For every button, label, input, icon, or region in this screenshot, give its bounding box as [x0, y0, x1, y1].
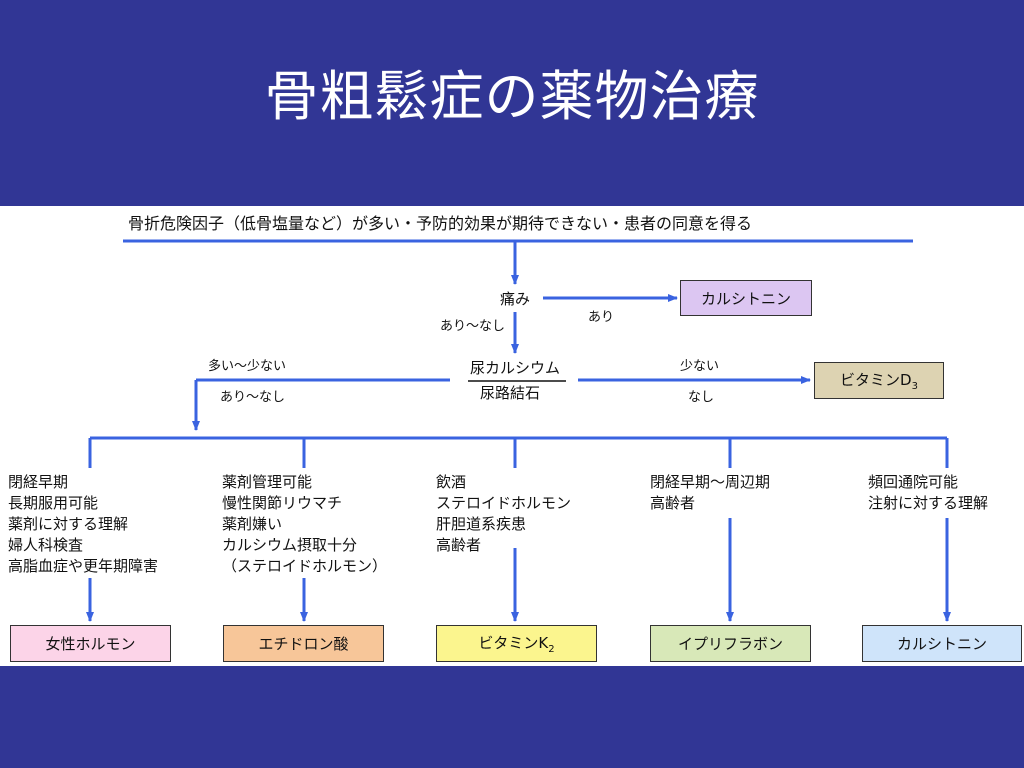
- criteria-item: ステロイドホルモン: [436, 494, 572, 512]
- drug-box-ipriflavone: イプリフラボン: [650, 625, 811, 662]
- drug-label: エチドロン酸: [258, 635, 349, 653]
- vitamin-d-box: ビタミンD3: [814, 362, 944, 399]
- criteria-item: 薬剤管理可能: [222, 473, 313, 491]
- slide-title: 骨粗鬆症の薬物治療: [264, 65, 760, 128]
- criteria-calcitonin: 頻回通院可能 注射に対する理解: [868, 472, 988, 514]
- vitamin-d-label: ビタミンD3: [840, 371, 918, 392]
- criteria-item: カルシウム摂取十分: [222, 536, 358, 554]
- top-condition-text: 骨折危険因子（低骨塩量など）が多い・予防的効果が期待できない・患者の同意を得る: [128, 214, 753, 233]
- flowchart-panel: 骨折危険因子（低骨塩量など）が多い・予防的効果が期待できない・患者の同意を得る …: [0, 206, 1024, 666]
- drug-box-estrogen: 女性ホルモン: [10, 625, 171, 662]
- criteria-item: 薬剤嫌い: [222, 515, 283, 533]
- drug-box-calcitonin: カルシトニン: [862, 625, 1022, 662]
- urine-left-lower-label: あり～なし: [220, 390, 286, 405]
- flowchart-connectors: [86, 239, 951, 622]
- criteria-item: 頻回通院可能: [868, 473, 959, 491]
- urine-calcium-label: 尿カルシウム: [470, 359, 561, 377]
- criteria-item: 肝胆道系疾患: [436, 515, 527, 533]
- criteria-item: 高脂血症や更年期障害: [8, 557, 159, 575]
- criteria-estrogen: 閉経早期 長期服用可能 薬剤に対する理解 婦人科検査 高脂血症や更年期障害: [8, 472, 158, 577]
- criteria-vitamin-k: 飲酒 ステロイドホルモン 肝胆道系疾患 高齢者: [436, 472, 571, 556]
- urinary-stone-label: 尿路結石: [480, 384, 541, 402]
- drug-label: ビタミンK2: [478, 634, 555, 655]
- drug-box-vitamin-k: ビタミンK2: [436, 625, 597, 662]
- drug-label: イプリフラボン: [677, 635, 783, 653]
- criteria-item: 高齢者: [436, 536, 482, 554]
- urine-right-upper-label: 少ない: [680, 359, 720, 374]
- criteria-ipriflavone: 閉経早期～周辺期 高齢者: [650, 472, 770, 514]
- urine-left-upper-label: 多い～少ない: [208, 359, 287, 374]
- calcitonin-top-box: カルシトニン: [680, 280, 812, 316]
- pain-label: 痛み: [500, 290, 531, 308]
- drug-label: カルシトニン: [896, 635, 987, 653]
- calcitonin-top-label: カルシトニン: [700, 289, 791, 308]
- criteria-item: 注射に対する理解: [868, 494, 989, 512]
- criteria-item: 婦人科検査: [8, 536, 84, 554]
- urine-right-lower-label: なし: [688, 390, 715, 405]
- criteria-item: 飲酒: [436, 473, 467, 491]
- criteria-item: 薬剤に対する理解: [8, 515, 129, 533]
- pain-range-label: あり～なし: [440, 319, 506, 334]
- criteria-item: 閉経早期: [8, 473, 69, 491]
- drug-label: 女性ホルモン: [45, 635, 136, 653]
- pain-yes-label: あり: [588, 310, 615, 325]
- criteria-item: （ステロイドホルモン）: [222, 557, 388, 575]
- criteria-item: 長期服用可能: [8, 494, 99, 512]
- criteria-item: 慢性関節リウマチ: [222, 494, 343, 512]
- drug-box-etidronate: エチドロン酸: [223, 625, 384, 662]
- criteria-etidronate: 薬剤管理可能 慢性関節リウマチ 薬剤嫌い カルシウム摂取十分 （ステロイドホルモ…: [222, 472, 387, 577]
- criteria-item: 閉経早期～周辺期: [650, 473, 771, 491]
- criteria-item: 高齢者: [650, 494, 696, 512]
